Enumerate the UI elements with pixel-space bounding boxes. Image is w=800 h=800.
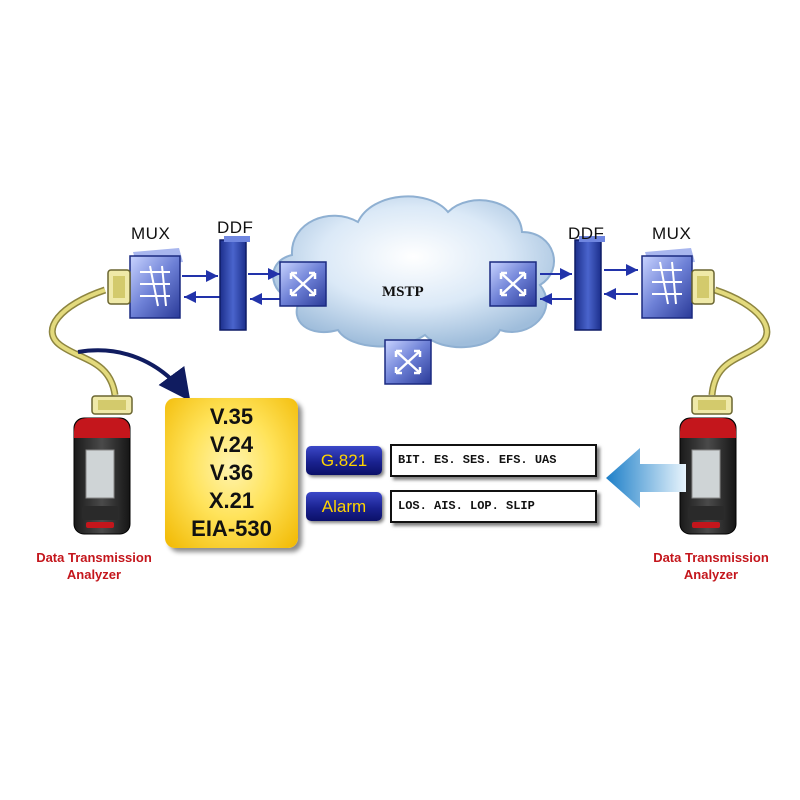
mux-right-device: [641, 248, 695, 319]
cloud-label: MSTP: [382, 284, 424, 300]
switch-left: [279, 261, 327, 307]
analyzer-right-label: Data Transmission Analyzer: [641, 549, 781, 583]
alarm-tag: Alarm: [306, 492, 382, 521]
analyzer-left-label: Data Transmission Analyzer: [24, 549, 164, 583]
cable-right: [708, 286, 771, 396]
alarm-info-box: LOS. AIS. LOP. SLIP: [390, 490, 597, 523]
flow-arrow-left: [606, 448, 686, 508]
connector-right-analyzer: [691, 395, 733, 415]
ddf-left-label: DDF: [217, 218, 254, 237]
analyzer-left-device: [73, 417, 131, 535]
mux-left-label: MUX: [131, 224, 171, 243]
connector-left-analyzer: [91, 395, 133, 415]
ddf-left-panel: [219, 236, 250, 331]
analyzer-right-device: [679, 417, 737, 535]
mux-right-label: MUX: [652, 224, 692, 243]
interface-item: X.21: [208, 488, 255, 513]
mstp-cloud: [272, 195, 555, 349]
switch-bottom: [384, 339, 432, 385]
interface-list: V.35 V.24 V.36 X.21 EIA-530: [165, 398, 298, 548]
mux-left-device: [129, 248, 183, 319]
analyzer-left-label-line2: Analyzer: [66, 567, 122, 582]
g821-info-box: BIT. ES. SES. EFS. UAS: [390, 444, 597, 477]
analyzer-right-label-line1: Data Transmission: [653, 550, 769, 565]
interface-item: EIA-530: [191, 516, 272, 541]
connector-left-mux: [107, 269, 131, 305]
analyzer-left-label-line1: Data Transmission: [36, 550, 152, 565]
connector-right-mux: [691, 269, 715, 305]
ddf-right-panel: [574, 236, 605, 331]
curved-arrow: [77, 348, 191, 402]
switch-right: [489, 261, 537, 307]
interface-item: V.35: [209, 404, 254, 429]
interface-item: V.24: [209, 432, 254, 457]
link-lines: [182, 264, 638, 305]
analyzer-right-label-line2: Analyzer: [683, 567, 739, 582]
g821-tag: G.821: [306, 446, 382, 475]
cable-left: [48, 286, 119, 396]
ddf-right-label: DDF: [568, 224, 605, 243]
interface-item: V.36: [209, 460, 254, 485]
